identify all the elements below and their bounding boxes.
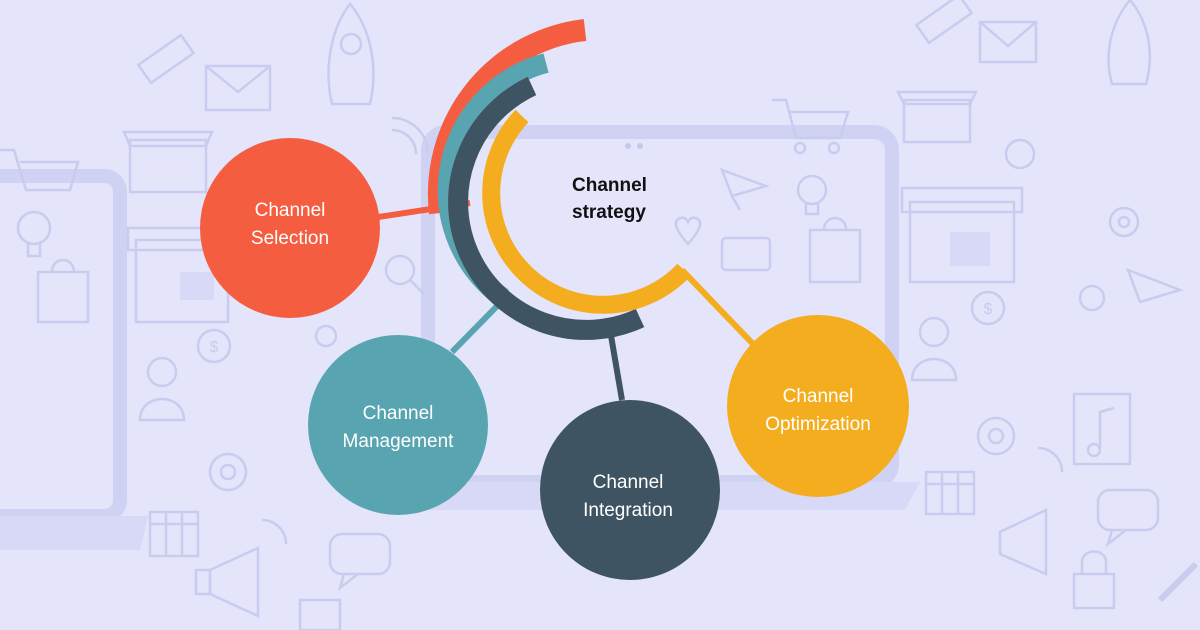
strategy-arcs xyxy=(427,19,691,340)
connector-management xyxy=(449,297,506,355)
chat-bubble-icon xyxy=(328,532,392,592)
node-label-optimization-line1: Channel xyxy=(783,386,854,407)
laptop-left-icon xyxy=(0,169,148,550)
search-icon xyxy=(384,138,1036,295)
chat-bubble-icon xyxy=(1096,488,1160,548)
rocket-icon xyxy=(1107,0,1152,86)
at-sign-icon xyxy=(208,452,248,492)
node-circle-integration xyxy=(540,400,720,580)
shopping-cart-icon xyxy=(0,148,80,192)
usb-drive-icon xyxy=(136,0,974,85)
center-title-line2: strategy xyxy=(572,202,646,223)
svg-text:$: $ xyxy=(210,339,219,356)
gear-icon xyxy=(314,284,1106,348)
svg-text:$: $ xyxy=(984,301,993,318)
node-circle-selection xyxy=(200,138,380,318)
lock-icon xyxy=(298,598,342,630)
node-label-management-line2: Management xyxy=(343,431,455,452)
lightbulb-icon xyxy=(796,174,828,216)
lightbulb-icon xyxy=(16,210,52,258)
music-note-icon xyxy=(1072,392,1132,466)
person-icon xyxy=(138,316,958,422)
at-sign-icon xyxy=(976,416,1016,456)
node-channel-optimization: Channel Optimization xyxy=(727,315,909,497)
node-channel-selection: Channel Selection xyxy=(200,138,380,318)
node-label-selection-line2: Selection xyxy=(251,228,329,249)
paper-plane-icon xyxy=(1125,267,1184,304)
node-label-optimization-line2: Optimization xyxy=(765,414,871,435)
package-box-icon xyxy=(895,90,979,144)
node-channel-integration: Channel Integration xyxy=(540,400,720,580)
dollar-coin-icon: $ xyxy=(196,328,232,364)
megaphone-icon xyxy=(998,508,1048,576)
wrench-icon xyxy=(1157,561,1199,603)
storefront-icon xyxy=(900,186,1024,284)
shopping-bag-icon xyxy=(36,258,90,324)
lock-icon xyxy=(1072,550,1116,610)
shopping-cart-icon xyxy=(772,98,850,155)
node-label-integration-line2: Integration xyxy=(583,500,673,521)
node-circle-optimization xyxy=(727,315,909,497)
megaphone-icon xyxy=(194,546,260,618)
credit-card-icon xyxy=(720,236,772,272)
envelope-icon xyxy=(978,20,1038,64)
rss-icon xyxy=(261,116,1064,545)
shopping-bag-icon xyxy=(808,216,862,284)
paper-plane-icon xyxy=(719,167,771,211)
node-circle-management xyxy=(308,335,488,515)
rocket-icon xyxy=(327,2,375,106)
heart-icon xyxy=(674,216,702,246)
calendar-icon xyxy=(148,510,200,558)
node-label-selection-line1: Channel xyxy=(255,200,326,221)
calendar-icon xyxy=(924,470,976,516)
dollar-coin-icon: $ xyxy=(970,290,1006,326)
connector-optimization xyxy=(679,267,756,347)
envelope-icon xyxy=(204,64,272,112)
center-title: Channel strategy xyxy=(572,175,647,223)
node-label-management-line1: Channel xyxy=(363,403,434,424)
gear-icon xyxy=(1108,206,1140,238)
arc-optimization xyxy=(482,109,691,314)
center-title-line1: Channel xyxy=(572,175,647,196)
node-channel-management: Channel Management xyxy=(308,335,488,515)
package-box-icon xyxy=(122,130,214,194)
arc-integration xyxy=(448,76,645,340)
node-label-integration-line1: Channel xyxy=(593,472,664,493)
